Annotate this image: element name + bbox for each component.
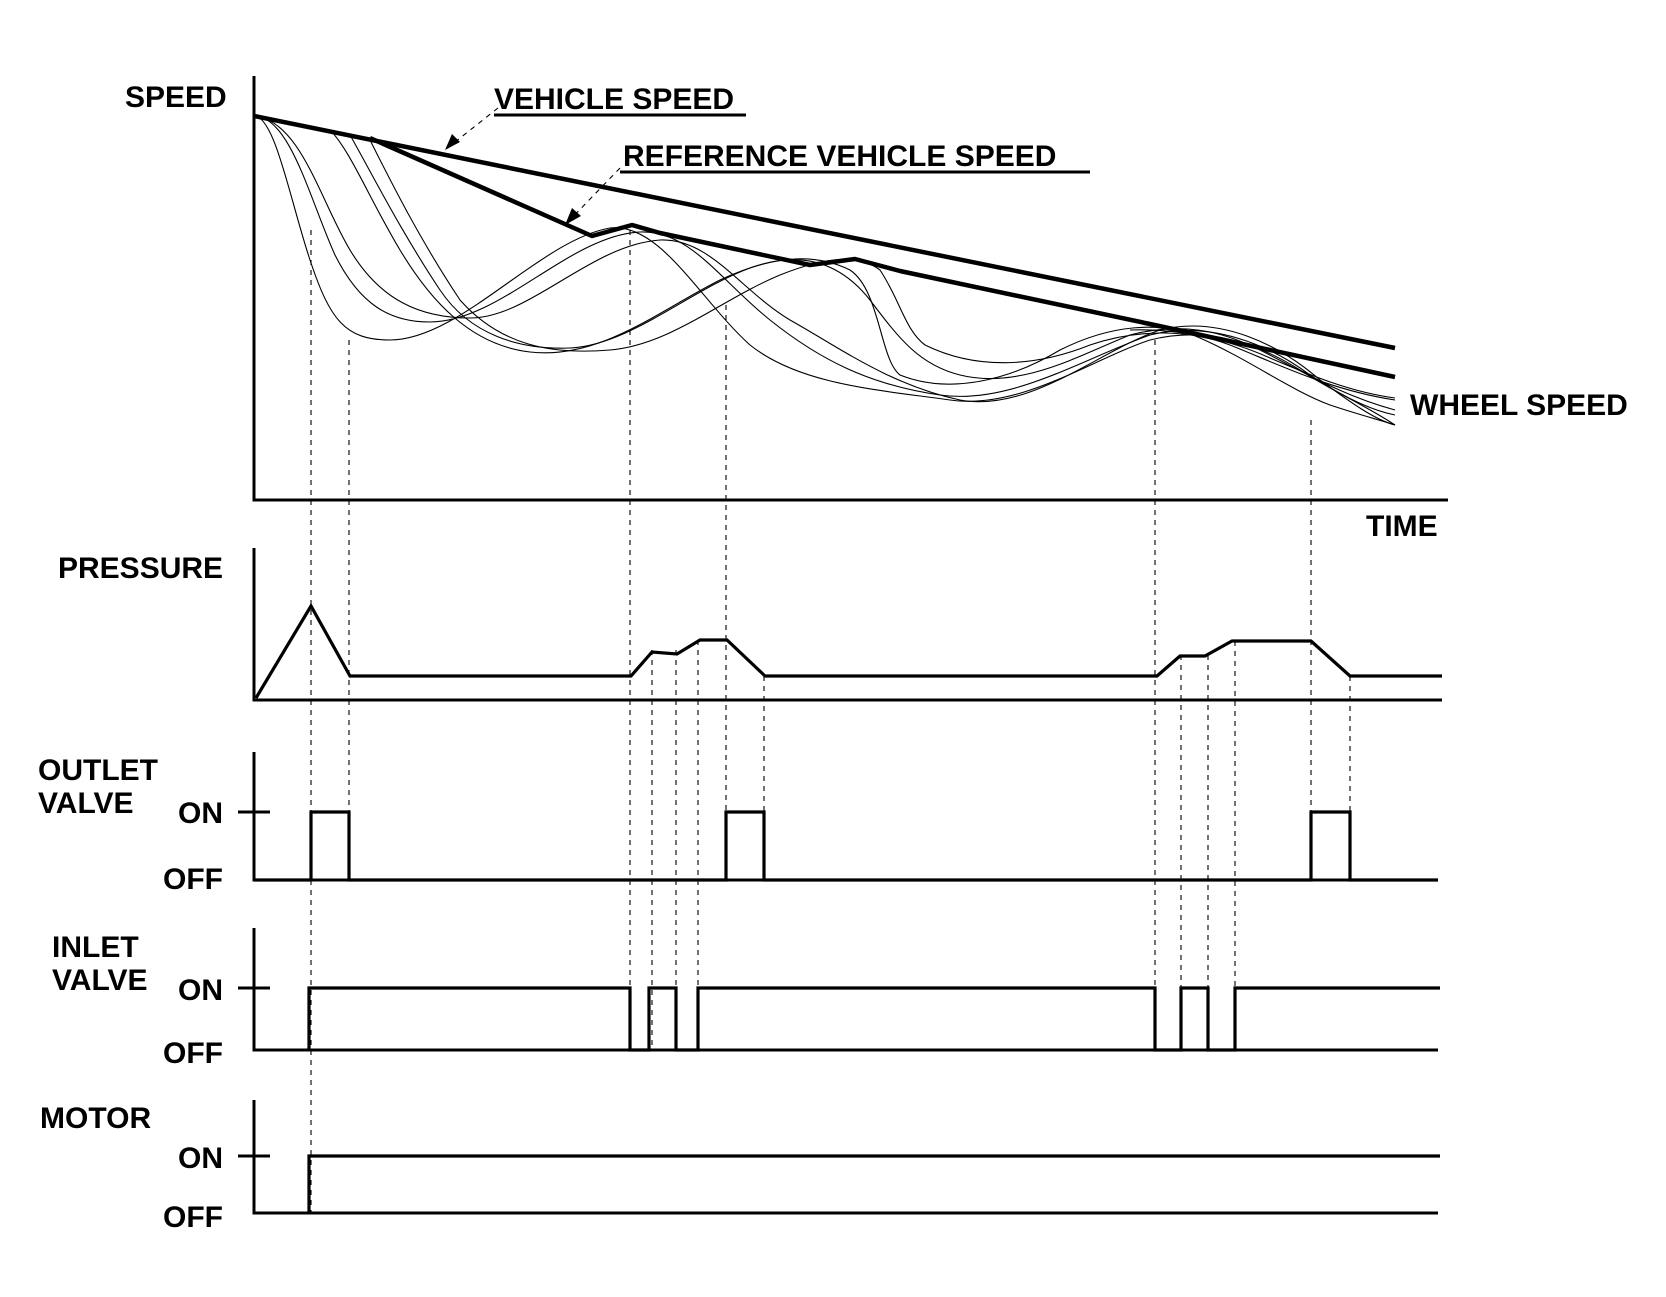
inlet-valve-on-label: ON	[178, 974, 223, 1007]
inlet-valve-label-line2: VALVE	[52, 964, 148, 997]
pressure-chart: PRESSURE	[58, 548, 1442, 702]
vehicle-speed-line	[253, 113, 1396, 351]
inlet-valve-chart: INLET VALVE ON OFF	[52, 928, 1440, 1070]
speed-axes	[252, 76, 1448, 502]
pressure-axis-label: PRESSURE	[58, 552, 223, 585]
outlet-valve-label-line2: VALVE	[38, 787, 134, 820]
speed-axis-label: SPEED	[125, 81, 227, 114]
pressure-line	[254, 602, 1442, 699]
motor-chart: MOTOR ON OFF	[40, 1100, 1440, 1234]
vehicle-speed-leader	[444, 107, 499, 151]
outlet-valve-signal	[254, 810, 1438, 882]
inlet-valve-off-label: OFF	[163, 1037, 223, 1070]
reference-speed-leader	[564, 167, 621, 226]
inlet-valve-signal	[307, 986, 1440, 1052]
pressure-axes	[252, 548, 1442, 702]
vehicle-speed-arrowhead	[445, 134, 460, 150]
motor-label: MOTOR	[40, 1102, 151, 1135]
vehicle-speed-label: VEHICLE SPEED	[494, 83, 734, 116]
timing-guides	[310, 230, 1351, 1213]
motor-on-label: ON	[178, 1142, 223, 1175]
outlet-valve-on-label: ON	[178, 797, 223, 830]
wheel-speed-label: WHEEL SPEED	[1410, 389, 1628, 422]
outlet-valve-axes	[252, 752, 1438, 882]
inlet-valve-axes	[252, 928, 1438, 1052]
outlet-valve-off-label: OFF	[163, 863, 223, 896]
motor-off-label: OFF	[163, 1201, 223, 1234]
outlet-valve-label-line1: OUTLET	[38, 754, 158, 787]
outlet-valve-chart: OUTLET VALVE ON OFF	[38, 752, 1438, 896]
reference-vehicle-speed-label: REFERENCE VEHICLE SPEED	[623, 140, 1056, 173]
speed-chart: SPEED TIME VEHICLE SPEED REFERENCE VEHIC…	[125, 76, 1628, 543]
time-axis-label: TIME	[1366, 510, 1438, 543]
wheel-speed-curves	[253, 115, 1396, 426]
motor-signal	[307, 1154, 1440, 1213]
reference-speed-arrowhead	[565, 208, 581, 225]
inlet-valve-label-line1: INLET	[52, 931, 139, 964]
motor-axes	[252, 1100, 1438, 1215]
